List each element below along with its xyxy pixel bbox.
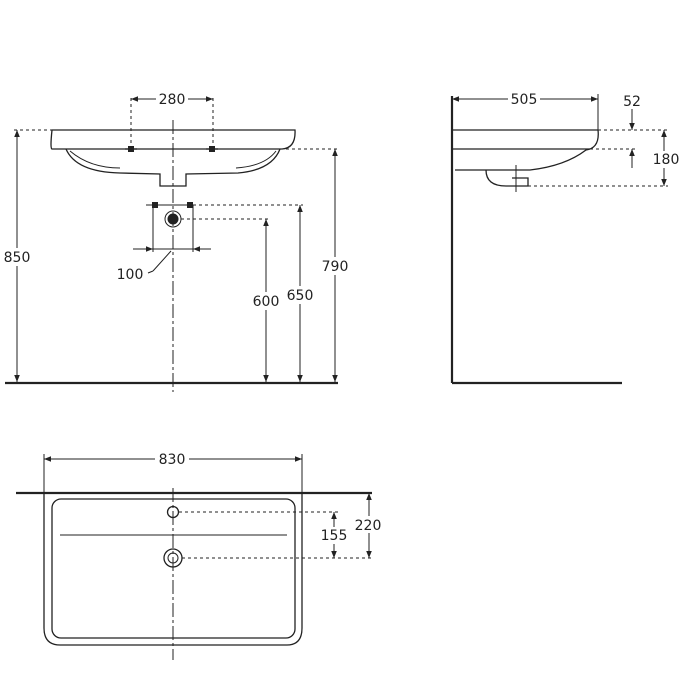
dim-label-waste-spacing: 100: [117, 267, 144, 283]
dim-label-220: 220: [355, 518, 382, 534]
dim-label-650: 650: [287, 288, 314, 304]
dim-label-180: 180: [653, 152, 680, 168]
dim-label-tap-spacing: 280: [159, 92, 186, 108]
dim-label-850: 850: [4, 250, 31, 266]
dim-label-52: 52: [623, 94, 641, 110]
dim-label-790: 790: [322, 259, 349, 275]
dim-label-505: 505: [511, 92, 538, 108]
front-view: 280 100 600 600 650 79: [2, 89, 350, 392]
top-view: 830 155 220: [16, 450, 384, 660]
dim-label-830: 830: [159, 452, 186, 468]
front-basin-outline: [50, 129, 296, 150]
front-bowl-inner: [69, 150, 277, 169]
side-view: 505 52 180: [450, 89, 680, 385]
dim-label-600: 600: [253, 294, 280, 310]
side-basin-outline: [452, 129, 599, 171]
front-bowl-outline: [65, 148, 281, 187]
right-tap-hole-icon: [206, 146, 218, 152]
waste-outlet-icon: [167, 213, 179, 225]
dim-label-155: 155: [321, 528, 348, 544]
